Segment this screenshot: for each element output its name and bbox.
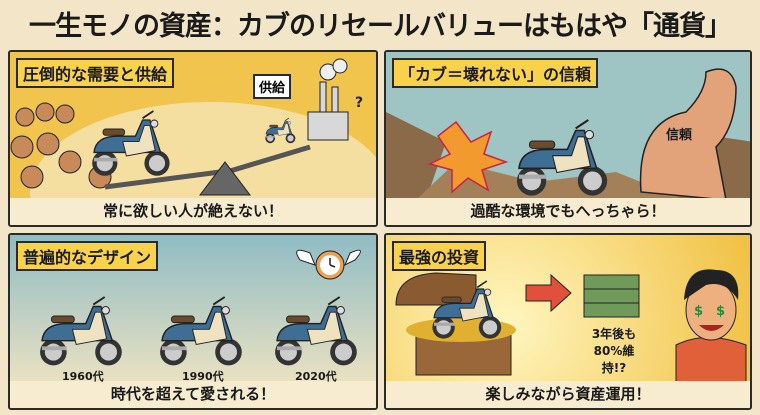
panel-investment: $ $ 3年後も 80%維持!? 最強の投資 楽しみながら資産運用！	[384, 233, 752, 410]
money-stack-icon	[583, 274, 640, 318]
panel-label: 圧倒的な需要と供給	[16, 58, 175, 88]
svg-text:$: $	[694, 304, 703, 319]
happy-man: $ $	[675, 269, 747, 383]
panel-caption: 常に欲しい人が絶えない！	[10, 198, 376, 225]
panel-caption: 過酷な環境でもへっちゃら！	[386, 198, 750, 225]
arm-text: 信頼	[666, 128, 693, 143]
muscle-arm	[639, 68, 737, 200]
panel-caption: 楽しみながら資産運用！	[386, 381, 750, 408]
era-label: 1990代	[182, 370, 224, 383]
panel-label: 「カブ＝壊れない」の信頼	[392, 58, 599, 88]
note-line2: 80%維持!?	[593, 344, 635, 375]
investment-illustration: $ $ 3年後も 80%維持!?	[386, 235, 750, 383]
supply-bubble: 供給	[253, 74, 292, 99]
flying-clock-icon	[296, 249, 361, 280]
cub-bike-2020s	[274, 296, 358, 367]
panel-demand-supply: ? 供給 圧倒的な需要と供給 常に欲しい人が絶えない！	[8, 50, 378, 227]
panel-caption: 時代を超えて愛される！	[10, 381, 376, 408]
demand-supply-illustration: ? 供給	[10, 52, 376, 200]
question-mark: ?	[355, 95, 363, 111]
factory-icon	[307, 58, 349, 141]
svg-text:$: $	[716, 304, 725, 319]
era-label: 2020代	[295, 370, 337, 383]
explosion-icon	[427, 120, 509, 194]
cub-bike-1960s	[39, 296, 123, 367]
crowd	[10, 102, 112, 189]
value-retention-note: 3年後も 80%維持!?	[584, 325, 644, 376]
cub-bike-1990s	[159, 296, 243, 367]
era-label: 1960代	[62, 370, 104, 383]
panel-label: 普遍的なデザイン	[16, 241, 159, 271]
note-line1: 3年後も	[591, 327, 637, 341]
page-title: 一生モノの資産：カブのリセールバリューはもはや「通貨」	[29, 11, 732, 42]
panel-design: 1960代 1990代 2020代 普遍的なデザイン 時代を超えて愛される！	[8, 233, 378, 410]
arrow-icon	[525, 273, 572, 313]
panel-reliability: 信頼 「カブ＝壊れない」の信頼 過酷な環境でもへっちゃら！	[384, 50, 752, 227]
panel-label: 最強の投資	[392, 241, 487, 271]
